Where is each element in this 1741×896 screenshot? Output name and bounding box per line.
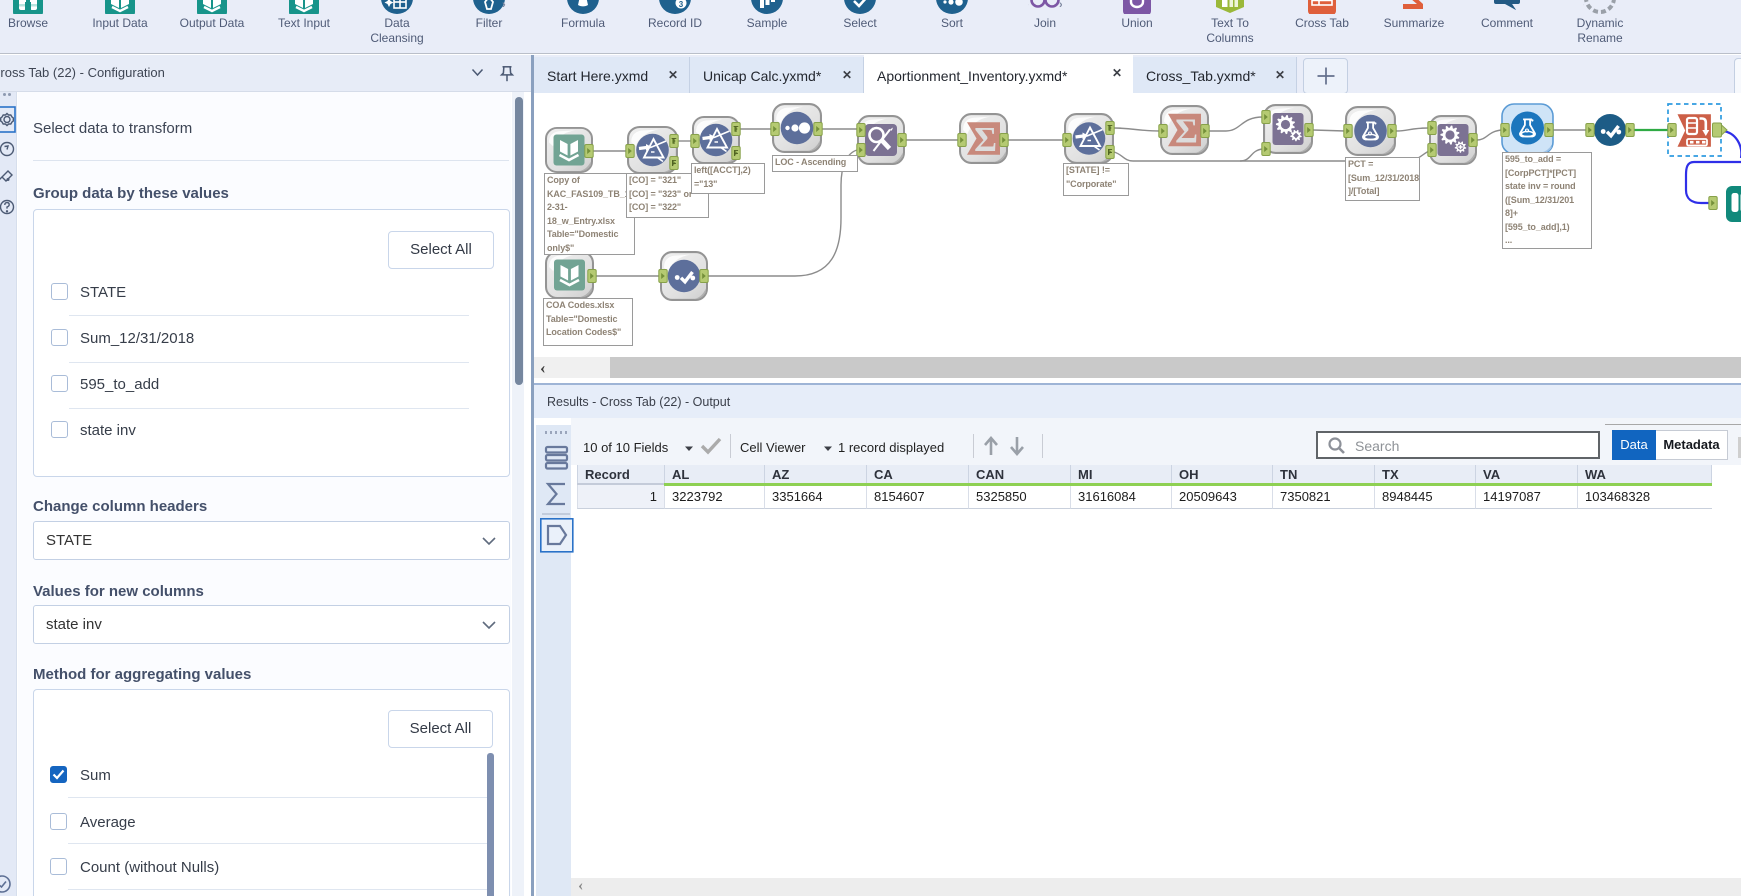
svg-text:›: › [1028, 0, 1029, 11]
svg-text:T: T [1108, 124, 1113, 133]
svg-text:›: › [1583, 0, 1584, 11]
svg-text:›: › [1059, 0, 1062, 11]
svg-text:3: 3 [679, 0, 684, 9]
svg-text:T: T [672, 137, 677, 146]
svg-text:T: T [734, 125, 739, 134]
svg-text:›: › [502, 0, 506, 11]
svg-text:F: F [672, 159, 677, 168]
svg-text:F: F [734, 149, 739, 158]
svg-text:F: F [1108, 148, 1113, 157]
